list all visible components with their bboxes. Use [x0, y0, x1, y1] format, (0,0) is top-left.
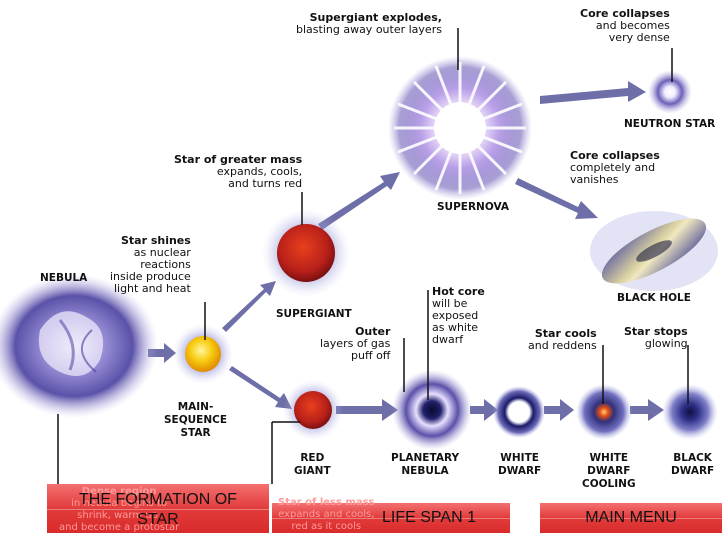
- planetary-nebula: [392, 370, 472, 450]
- black-hole-label: BLACK HOLE: [617, 292, 691, 304]
- annotation-core-collapses-vanishes: Core collapses completely and vanishes: [570, 149, 660, 186]
- annotation-hot-core: Hot core will be exposed as white dwarf: [432, 285, 485, 346]
- life-span-button[interactable]: Star of less mass expands and cools, red…: [272, 497, 510, 533]
- supergiant-label: SUPERGIANT: [276, 308, 352, 320]
- supernova-label: SUPERNOVA: [437, 201, 510, 213]
- formation-of-star-label: THE FORMATION OF STAR: [79, 491, 237, 528]
- annotation-star-shines: Star shines as nuclear reactions inside …: [110, 234, 191, 295]
- main-sequence-star: [173, 324, 233, 384]
- black-hole-disk: [590, 211, 718, 291]
- black-dwarf-star: [662, 384, 718, 440]
- annotation-outer-layers: Outer layers of gas puff off: [320, 325, 391, 362]
- arrow-to-neutron-star: [540, 81, 646, 104]
- arrow-to-black-hole: [515, 178, 598, 219]
- neutron-star: [648, 70, 692, 114]
- life-span-label: LIFE SPAN 1: [382, 509, 476, 526]
- annotation-less-mass: Star of less mass expands and cools, red…: [278, 497, 375, 532]
- flow-arrows: [148, 81, 664, 421]
- annotation-greater-mass: Star of greater mass expands, cools, and…: [174, 153, 303, 190]
- arrow-to-white-dwarf: [470, 399, 498, 421]
- annotation-dense-region: Dense region in nebula begins to shrink,…: [59, 486, 180, 533]
- main-menu-label: MAIN MENU: [585, 509, 677, 526]
- annotation-supergiant-explodes: Supergiant explodes, blasting away outer…: [296, 11, 442, 36]
- formation-of-star-button[interactable]: Dense region in nebula begins to shrink,…: [47, 484, 269, 533]
- arrow-to-black-dwarf: [630, 399, 664, 421]
- red-giant-star: [283, 380, 343, 440]
- annotation-core-collapses-dense: Core collapses and becomes very dense: [580, 7, 670, 44]
- leader-lines: [57, 28, 689, 484]
- main-menu-button[interactable]: MAIN MENU: [540, 503, 722, 533]
- arrow-to-planetary-nebula: [336, 399, 398, 421]
- arrow-to-white-dwarf-cooling: [544, 399, 574, 421]
- arrow-to-red-giant: [229, 366, 292, 409]
- supergiant-star: [262, 209, 350, 297]
- annotation-star-stops: Star stops glowing: [624, 325, 688, 350]
- arrow-nebula-to-main-sequence: [148, 343, 176, 363]
- arrow-to-supernova: [318, 172, 400, 230]
- nebula-illustration: [0, 274, 158, 418]
- annotation-star-cools: Star cools and reddens: [528, 327, 597, 352]
- supernova-burst: [388, 56, 532, 200]
- nebula-label: NEBULA: [40, 272, 88, 284]
- neutron-star-label: NEUTRON STAR: [624, 118, 716, 130]
- arrow-to-supergiant: [222, 281, 276, 332]
- white-dwarf-cooling-star: [576, 384, 632, 440]
- white-dwarf-star: [493, 386, 545, 438]
